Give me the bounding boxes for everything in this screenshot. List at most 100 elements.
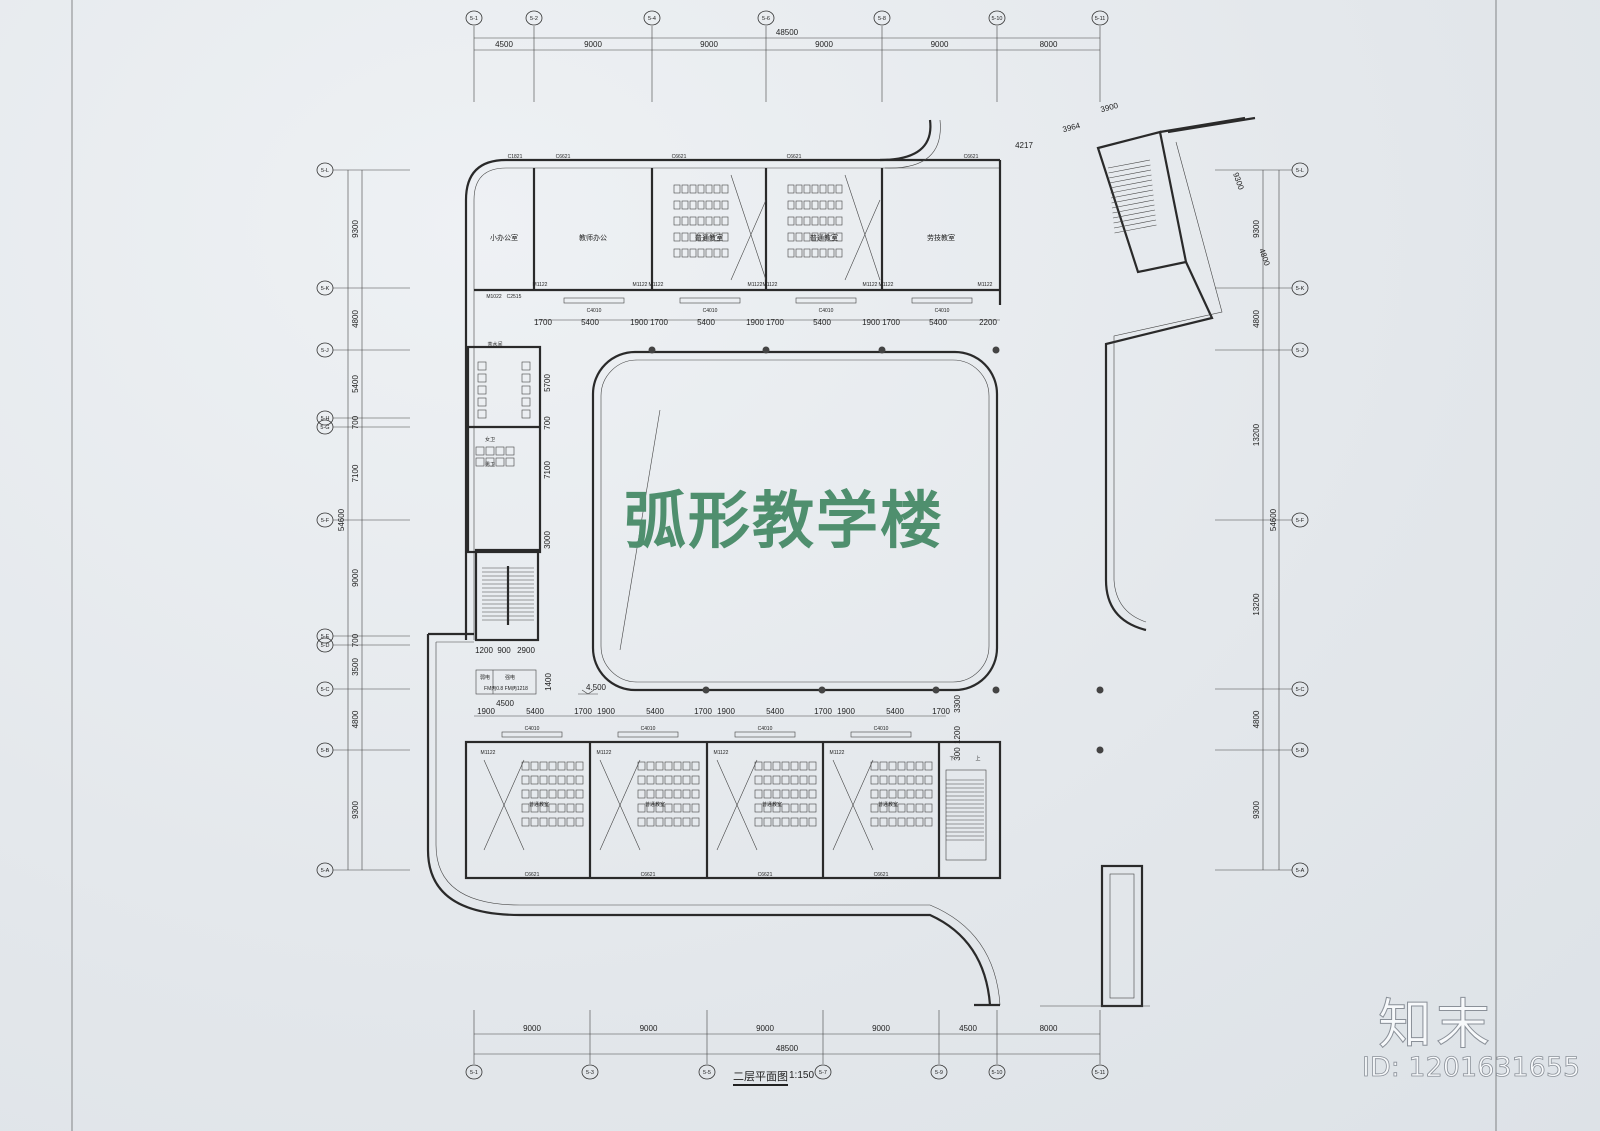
east-curved-wall	[1104, 261, 1214, 632]
desk	[689, 216, 697, 226]
dim-left: 4800	[351, 710, 360, 728]
desk	[787, 232, 795, 242]
dim-right: 4800	[1252, 710, 1261, 728]
corridor-window	[563, 297, 625, 304]
southeast-block-inner	[1109, 873, 1135, 999]
dim-bottom-wing: 1700	[932, 707, 950, 716]
stair-tread	[1109, 174, 1152, 184]
axis-right-label: 5-A	[1296, 868, 1305, 874]
axis-top-bubble	[757, 10, 775, 26]
door-tag-electrical: FM丙0.8 FM丙1218	[484, 686, 528, 692]
desk	[721, 184, 729, 194]
desk	[673, 232, 681, 242]
desk	[819, 248, 827, 258]
axis-top-label: 5-4	[648, 16, 656, 22]
dim-top-wing: 1900	[746, 318, 764, 327]
dim-top-wing: 1700	[534, 318, 552, 327]
axis-right-bubble	[1291, 742, 1309, 758]
desk	[795, 248, 803, 258]
desk	[655, 775, 664, 785]
column	[1096, 686, 1104, 694]
projection-line	[832, 759, 874, 851]
room-label-top: 教师办公	[579, 233, 607, 242]
desk	[705, 248, 713, 258]
desk	[808, 761, 817, 771]
axis-top-label: 5-6	[762, 16, 770, 22]
room-label-top: 劳技教室	[927, 233, 955, 242]
axis-bottom-bubble	[988, 1064, 1006, 1080]
axis-bottom-label: 5-1	[470, 1070, 478, 1076]
toilet-stall	[477, 397, 487, 407]
desk	[566, 817, 575, 827]
desk	[713, 248, 721, 258]
stairwell-east	[945, 769, 987, 861]
desk	[530, 803, 539, 813]
desk	[803, 184, 811, 194]
dim-electrical: 1400	[544, 673, 553, 691]
top-wing-outer-wall	[464, 158, 1000, 640]
door-tag: M1122	[714, 750, 729, 756]
desk	[879, 789, 888, 799]
dim-left: 9300	[351, 801, 360, 819]
desk	[689, 184, 697, 194]
axis-right-label: 5-C	[1296, 687, 1305, 693]
desk	[530, 789, 539, 799]
axis-left-bubble	[316, 280, 334, 296]
washbasin	[485, 446, 495, 456]
desk	[705, 200, 713, 210]
desk	[803, 216, 811, 226]
dim-stair-offset: 3964	[1062, 121, 1082, 134]
dim-top-wing: 5400	[813, 318, 831, 327]
corridor-window	[911, 297, 973, 304]
dim-stair-offset: 3900	[1100, 101, 1120, 114]
desk	[906, 775, 915, 785]
electrical-rooms	[475, 669, 537, 695]
axis-bottom-label: 5-3	[586, 1070, 594, 1076]
desk	[530, 817, 539, 827]
desk	[673, 803, 682, 813]
desk	[566, 803, 575, 813]
axis-left-bubble	[316, 742, 334, 758]
curved-walkway-outer	[426, 632, 992, 1006]
desk	[530, 761, 539, 771]
axis-right-label: 5-K	[1296, 286, 1305, 292]
dim-stair: 1200	[475, 646, 493, 655]
dim-bottom-wing: 1900	[837, 707, 855, 716]
desk	[811, 216, 819, 226]
stair-tread	[1113, 214, 1156, 224]
desk	[566, 775, 575, 785]
column	[1096, 746, 1104, 754]
desk	[664, 789, 673, 799]
axis-left-label: 5-E	[321, 634, 330, 640]
desk	[691, 789, 700, 799]
room-label-top: 小办公室	[490, 233, 518, 242]
desk	[870, 761, 879, 771]
desk	[819, 216, 827, 226]
axis-top-bubble	[1091, 10, 1109, 26]
desk	[811, 200, 819, 210]
desk	[787, 200, 795, 210]
window-tag-bottom: C6621	[641, 872, 656, 878]
dim-top: 4500	[495, 40, 513, 49]
desk	[530, 775, 539, 785]
watermark-logo: 知末	[1378, 993, 1494, 1057]
desk	[721, 232, 729, 242]
desk	[557, 803, 566, 813]
dim-left: 7100	[351, 464, 360, 482]
room-label-male-wc: 男卫	[485, 462, 495, 468]
axis-bottom-bubble	[814, 1064, 832, 1080]
desk	[682, 817, 691, 827]
desk	[646, 817, 655, 827]
desk	[754, 803, 763, 813]
drawing-title: 二层平面图	[733, 1068, 788, 1086]
stair-tread	[1112, 209, 1156, 219]
desk	[811, 232, 819, 242]
toilet-stall	[477, 361, 487, 371]
desk	[721, 248, 729, 258]
toilet-stall	[521, 385, 531, 395]
desk	[637, 761, 646, 771]
corridor-window	[734, 731, 796, 738]
washbasin	[475, 446, 485, 456]
dim-left: 5400	[351, 375, 360, 393]
